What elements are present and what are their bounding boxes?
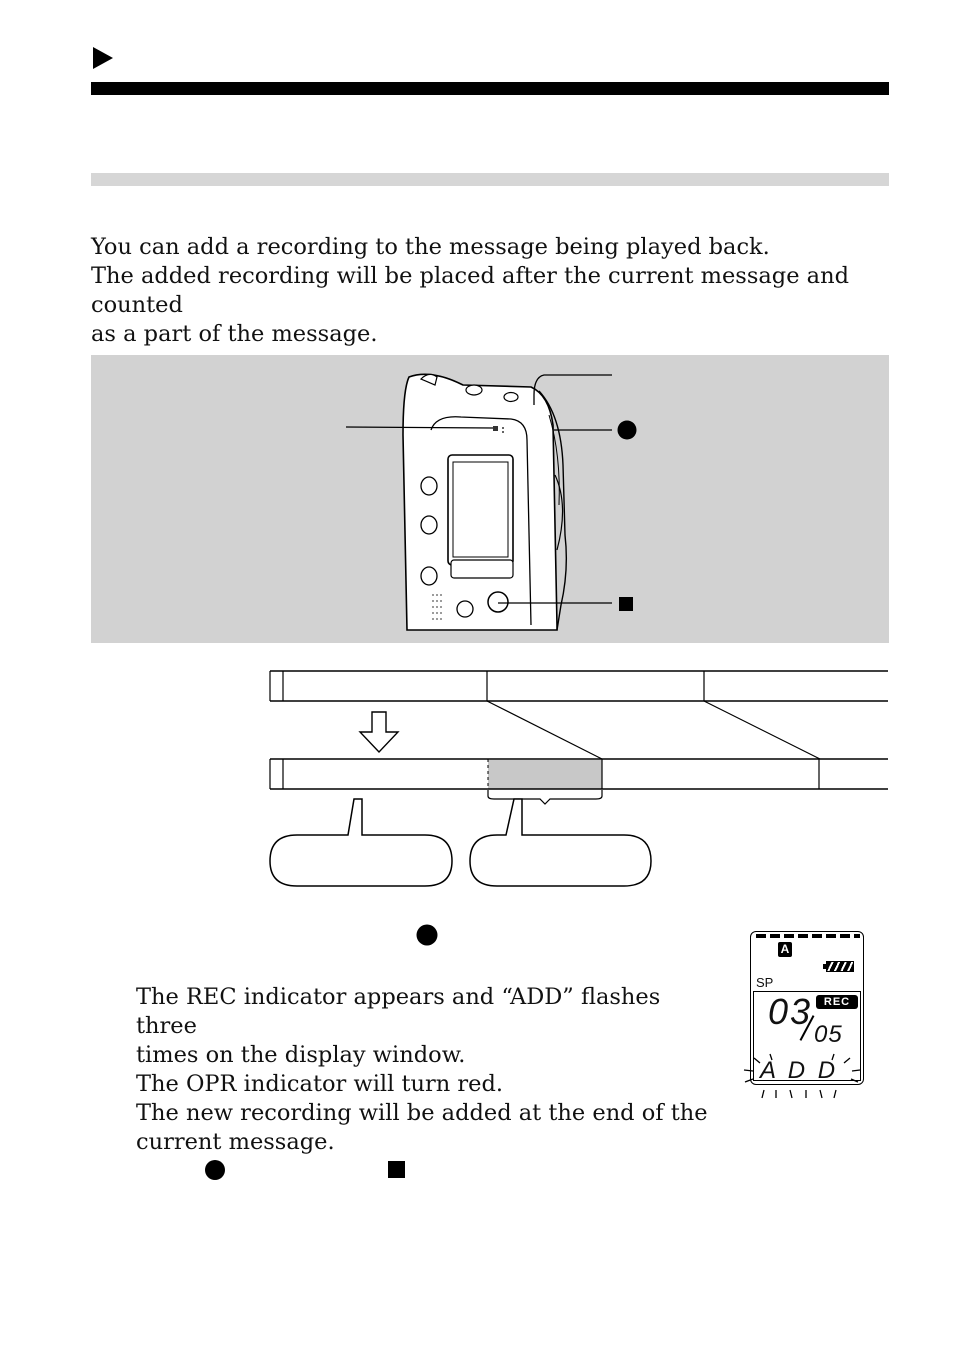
callout-bubble-right (469, 798, 652, 887)
step-description: The REC indicator appears and “ADD” flas… (136, 983, 726, 1157)
header-rule (91, 82, 889, 95)
display-window (447, 454, 514, 566)
side-button-2-icon (420, 515, 438, 535)
intro-line-3: as a part of the message. (91, 321, 378, 347)
mode-label: SP (756, 975, 774, 990)
intro-paragraph: You can add a recording to the message b… (91, 233, 891, 349)
recorder-side (538, 390, 568, 631)
total-messages: 05 (814, 1021, 843, 1048)
down-arrow-icon (358, 711, 400, 754)
step2-stop-icon (388, 1161, 405, 1178)
folder-letter: A (780, 942, 790, 956)
stop-symbol-icon (619, 597, 633, 611)
rec-badge: REC (816, 995, 858, 1009)
recorder-front (430, 416, 532, 626)
side-button-3-icon (420, 566, 438, 586)
stop-button-drawing-icon (487, 591, 509, 613)
step-line-5: current message. (136, 1129, 335, 1155)
leader-line-opr (345, 426, 494, 429)
speaker-grille (432, 594, 442, 620)
add-flash-text: A D D (760, 1057, 839, 1084)
lcd-inner-frame (753, 991, 861, 1081)
battery-icon (826, 961, 854, 972)
timeline-diagram (269, 670, 888, 887)
top-jack-1-icon (465, 384, 483, 396)
step-rec-icon (416, 924, 438, 946)
small-round-button-icon (456, 600, 474, 618)
subhead-band (91, 173, 889, 186)
leader-line-top (533, 374, 612, 405)
section-arrow-icon (93, 47, 113, 69)
callout-bubble-left (269, 798, 453, 887)
battery-tip (823, 964, 826, 969)
added-recording-segment (488, 760, 602, 789)
folder-badge: A (778, 942, 792, 957)
message-number: 03 (768, 991, 813, 1032)
step-line-1: The REC indicator appears and “ADD” flas… (136, 984, 661, 1039)
segment-brace (487, 790, 603, 805)
side-button-1-icon (420, 476, 438, 496)
intro-line-1: You can add a recording to the message b… (91, 234, 770, 260)
step2-rec-icon (205, 1160, 225, 1180)
step-line-2: times on the display window. (136, 1042, 466, 1068)
step-line-3: The OPR indicator will turn red. (136, 1071, 503, 1097)
rec-symbol-icon (617, 420, 637, 440)
recorder-illustration (345, 373, 637, 631)
top-jack-2-icon (503, 391, 519, 403)
opr-indicator-icon (493, 426, 498, 431)
step-line-4: The new recording will be added at the e… (136, 1100, 708, 1126)
level-meter (756, 934, 860, 938)
flash-rays-icon (743, 1053, 861, 1099)
intro-line-2: The added recording will be placed after… (91, 263, 849, 318)
